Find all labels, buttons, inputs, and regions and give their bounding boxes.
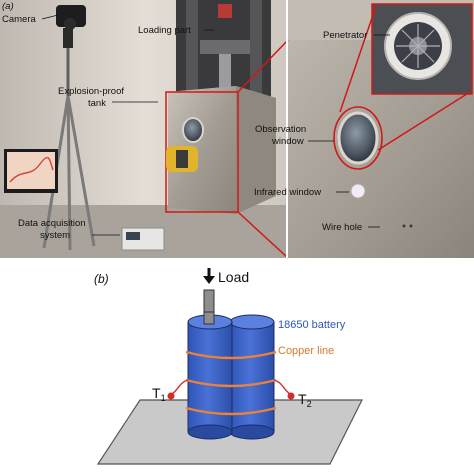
zoom-line-inset-a	[339, 5, 377, 113]
tripod-leg-right	[66, 95, 96, 247]
penetrator-inset-outline	[371, 3, 473, 95]
callout-explosion-proof-1: Explosion-proof	[58, 86, 124, 97]
penetrator-spokes	[396, 24, 440, 68]
panel-b-schematic: (b) Load T1	[94, 268, 363, 465]
copper-line-wraps	[185, 350, 277, 416]
load-label: Load	[218, 269, 249, 285]
loading-rod-tip	[203, 311, 215, 325]
thermocouple-t2-wire	[273, 379, 291, 395]
battery-cell-left	[187, 314, 233, 440]
loading-crosshead	[200, 40, 250, 54]
callout-explosion-proof-2: tank	[88, 98, 106, 109]
t1-label-sub: 1	[161, 393, 166, 403]
infrared-window	[350, 183, 366, 199]
callout-wire-hole: Wire hole	[322, 222, 362, 233]
loading-rod	[219, 54, 231, 88]
daq-instrument-display	[126, 232, 140, 240]
zoom-line-bottom	[237, 211, 289, 259]
tank-window	[182, 117, 204, 143]
thermocouple-t1-wire	[171, 379, 189, 395]
panel-b-label: (b)	[94, 272, 109, 286]
callout-observation-1: Observation	[255, 124, 306, 135]
panel-a-callouts: (a) Camera Loading part Explosion-proof …	[2, 1, 390, 241]
tank-right-face	[236, 86, 276, 214]
callout-daq-1: Data acquisition	[18, 218, 86, 229]
observation-window	[337, 111, 379, 165]
thermocouple-t2-bead	[287, 392, 295, 400]
tank-front-face	[168, 86, 236, 214]
tripod-leg-center	[66, 95, 72, 251]
wire-hole-1	[402, 224, 406, 228]
leader-camera	[41, 14, 59, 20]
callout-camera: Camera	[2, 14, 37, 25]
panel-a-label: (a)	[2, 1, 14, 12]
tripod-head	[63, 28, 73, 48]
t1-label: T1	[152, 385, 166, 403]
testing-machine-badge	[218, 4, 232, 18]
camera-body	[56, 5, 86, 27]
t2-label-sub: 2	[307, 399, 312, 409]
callout-observation-2: window	[271, 136, 304, 147]
monitor-curve	[9, 156, 54, 183]
t2-label-main: T	[298, 391, 307, 407]
t2-label: T2	[298, 391, 312, 409]
callout-penetrator: Penetrator	[323, 30, 367, 41]
observation-window-highlight	[333, 106, 383, 170]
load-arrow-head	[203, 276, 215, 284]
callout-loading-part: Loading part	[138, 25, 191, 36]
battery-cell-right	[229, 314, 275, 440]
panel-a-photo	[0, 0, 474, 259]
fixture-dark	[176, 150, 188, 168]
zoom-line-top	[237, 39, 289, 93]
callout-infrared-window: Infrared window	[254, 187, 321, 198]
battery-label: 18650 battery	[278, 319, 346, 331]
thermocouple-t1-bead	[167, 392, 175, 400]
zoom-line-inset-b	[377, 91, 471, 151]
panel-a-divider	[286, 0, 288, 258]
wire-hole-2	[409, 224, 413, 228]
callout-daq-2: system	[40, 230, 70, 241]
t1-label-main: T	[152, 385, 161, 401]
copper-line-label: Copper line	[278, 345, 334, 357]
camera-lens	[64, 18, 76, 30]
